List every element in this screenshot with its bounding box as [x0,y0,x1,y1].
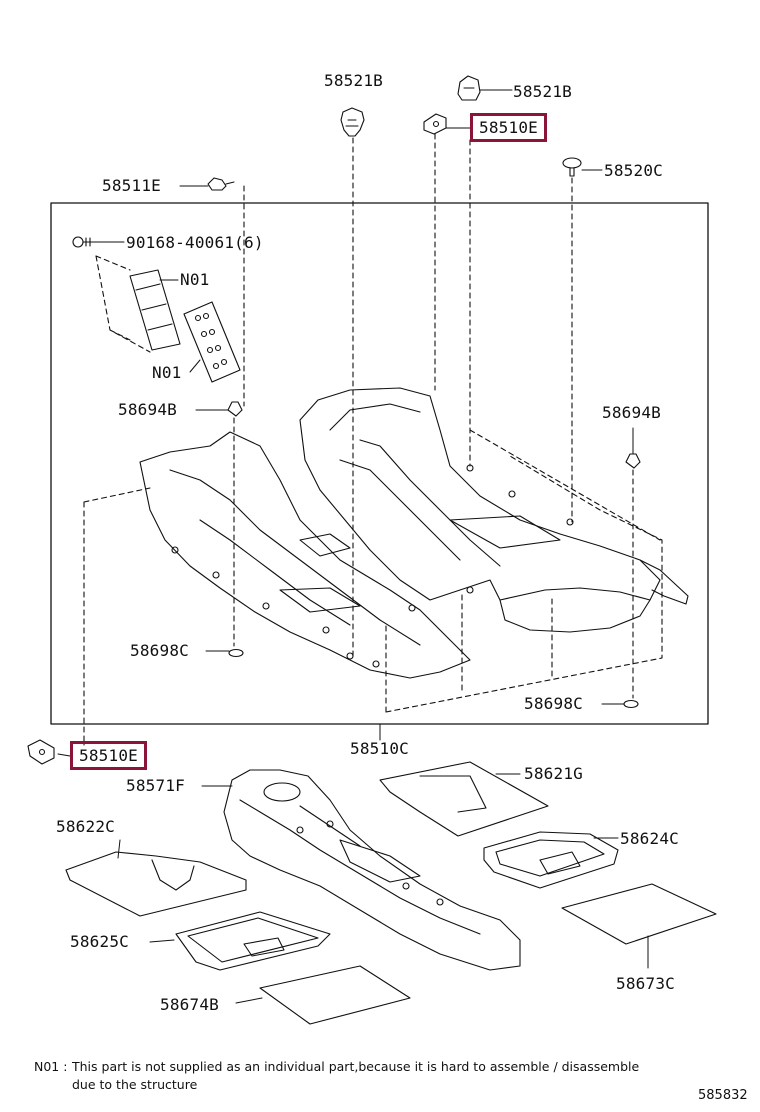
grommet-58698c-right [623,699,639,709]
part-label-n01-upper[interactable]: N01 [180,270,210,289]
bolt-90168 [72,236,97,248]
clip-58694b-left [227,401,243,417]
diagram-code: 585832 [698,1088,748,1103]
part-label-58625c[interactable]: 58625C [70,932,129,951]
part-label-90168-40061[interactable]: 90168-40061(6) [126,233,264,252]
part-label-58624c[interactable]: 58624C [620,829,679,848]
grommet-58698c-left [228,648,244,658]
n01-dashed-guide [95,255,151,353]
dashed-guides [83,133,634,749]
mat-58622c [65,851,247,917]
mat-58625c [175,911,331,971]
grommet-58520c [562,157,582,177]
part-label-n01-lower[interactable]: N01 [152,363,182,382]
part-label-58622c[interactable]: 58622C [56,817,115,836]
mat-58621g [379,761,549,837]
mat-58624c [483,831,619,889]
floor-carpet-58510c [139,387,689,679]
clip-58694b-right [625,453,641,469]
part-label-58673c[interactable]: 58673C [616,974,675,993]
part-label-58698c-right[interactable]: 58698C [524,694,583,713]
plate-n01-right [183,301,241,383]
part-label-58694b-right[interactable]: 58694B [602,403,661,422]
part-label-58510c[interactable]: 58510C [350,739,409,758]
clip-58510e-top [423,113,447,135]
part-label-58694b-left[interactable]: 58694B [118,400,177,419]
mat-58674b [259,965,411,1025]
part-label-58521b-right[interactable]: 58521B [513,82,572,101]
footnote-line-2: due to the structure [72,1077,198,1092]
plug-58511e [207,177,235,191]
part-label-58698c-left[interactable]: 58698C [130,641,189,660]
part-label-58571f[interactable]: 58571F [126,776,185,795]
footnote-key: N01 : [34,1059,68,1074]
part-label-58510e-bottom[interactable]: 58510E [70,741,147,770]
part-label-58510e-top[interactable]: 58510E [470,113,547,142]
tunnel-carpet-58571f [223,769,521,971]
part-label-58621g[interactable]: 58621G [524,764,583,783]
carpet-projection-box [83,429,663,741]
leader-lines [57,89,649,1004]
part-label-58520c[interactable]: 58520C [604,161,663,180]
mat-58673c [561,883,717,945]
clip-58510e-bottom [27,739,55,765]
clip-58521b-left [340,107,365,137]
footnote-line-1: This part is not supplied as an individu… [72,1059,640,1074]
part-label-58674b[interactable]: 58674B [160,995,219,1014]
clip-58521b-right [457,75,481,101]
plate-n01-left [129,269,181,351]
part-label-58521b-left[interactable]: 58521B [324,71,383,90]
part-label-58511e[interactable]: 58511E [102,176,161,195]
